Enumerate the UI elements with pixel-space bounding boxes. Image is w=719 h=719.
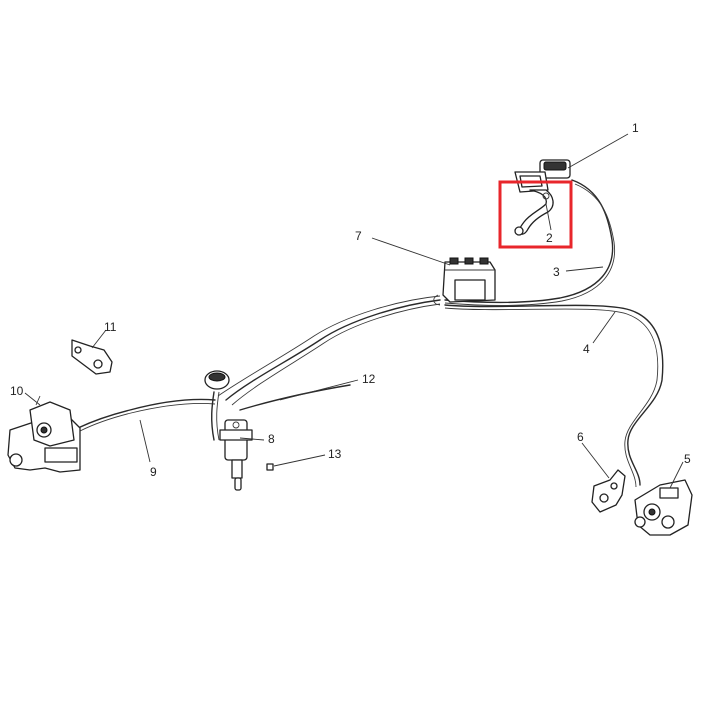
callout-6: 6: [577, 430, 584, 444]
callout-9: 9: [150, 465, 157, 479]
leader-lines: [24, 133, 684, 489]
callout-2: 2: [546, 231, 553, 245]
abs-modulator: [433, 257, 496, 306]
bolt-13: [266, 463, 274, 471]
hose-12: [225, 299, 441, 401]
brake-hoses: [77, 179, 664, 488]
rear-caliper: [7, 395, 81, 473]
callout-5: 5: [684, 452, 691, 466]
callout-12: 12: [362, 372, 376, 386]
callout-4: 4: [583, 342, 590, 356]
front-caliper: [634, 479, 693, 536]
callout-3: 3: [553, 265, 560, 279]
front-master-cylinder: [514, 159, 571, 193]
callout-10: 10: [10, 384, 24, 398]
front-bracket: [591, 469, 626, 513]
rear-bracket: [71, 339, 113, 375]
callout-11: 11: [104, 320, 117, 334]
callout-7: 7: [355, 229, 362, 243]
callout-13: 13: [328, 447, 342, 461]
callout-1: 1: [632, 121, 639, 135]
callout-8: 8: [268, 432, 275, 446]
hose-4: [444, 304, 664, 486]
highlight-box: [498, 180, 573, 249]
hose-9: [77, 398, 216, 429]
rear-master-cylinder: [204, 370, 253, 491]
